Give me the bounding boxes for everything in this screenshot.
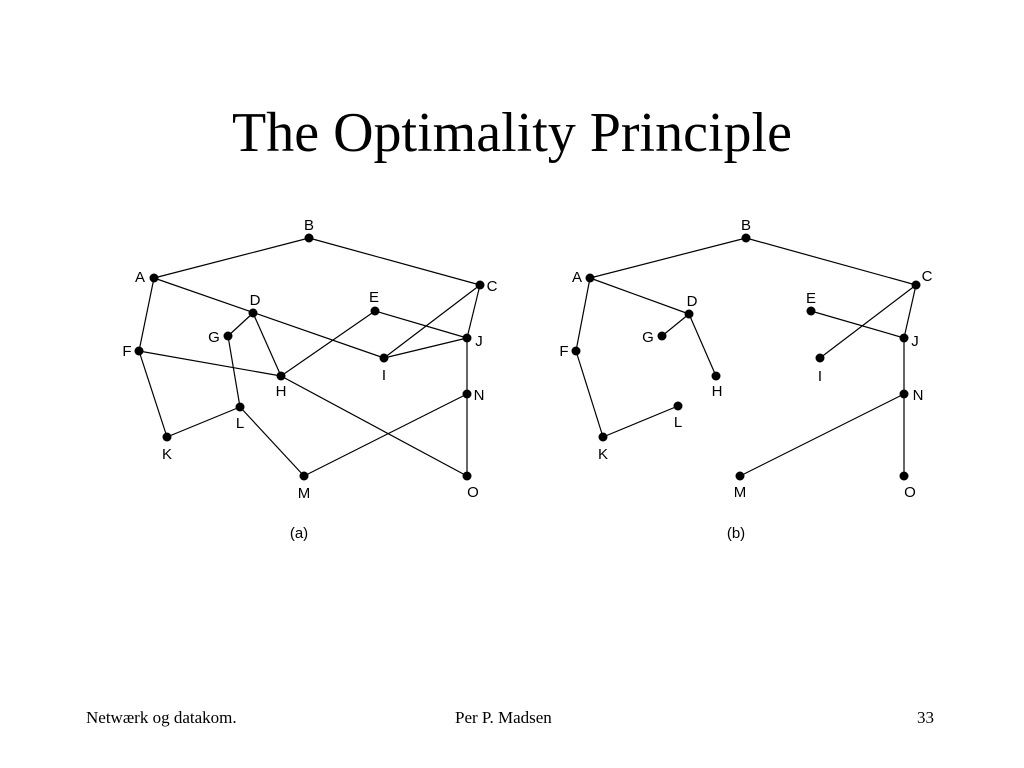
edge-f-k [138, 350, 168, 438]
edge-h-e [280, 310, 376, 377]
node-h [276, 371, 286, 381]
node-label-a: A [135, 269, 145, 286]
node-label-d: D [250, 292, 261, 309]
node-label-n: N [913, 387, 924, 404]
node-label-f: F [122, 343, 131, 360]
edge-d-h [252, 312, 282, 377]
edge-n-m [739, 393, 905, 477]
node-c [911, 280, 921, 290]
node-h [711, 371, 721, 381]
node-label-a: A [572, 269, 582, 286]
footer-course: Netwærk og datakom. [86, 708, 237, 727]
node-label-m: M [298, 485, 311, 502]
edge-d-h [688, 313, 717, 377]
edge-a-f [138, 277, 155, 352]
node-label-l: L [674, 414, 682, 431]
edge-e-j [810, 310, 905, 339]
node-g [657, 331, 667, 341]
node-label-d: D [687, 293, 698, 310]
figure-a: A B C D E F G H I J K L M N O (a) [122, 217, 497, 542]
node-m [299, 471, 309, 481]
node-g [223, 331, 233, 341]
figure-b: A B C D E F G H I J K L M N O (b) [559, 217, 932, 542]
node-label-e: E [806, 290, 816, 307]
node-label-i: I [818, 368, 822, 385]
edge-d-g [227, 312, 254, 337]
node-label-f: F [559, 343, 568, 360]
edge-a-f [575, 277, 591, 352]
node-a [585, 273, 595, 283]
node-e [806, 306, 816, 316]
footer-page-number: 33 [917, 708, 934, 727]
node-o [899, 471, 909, 481]
node-label-o: O [467, 484, 479, 501]
node-k [598, 432, 608, 442]
edge-h-o [280, 375, 468, 477]
node-label-j: J [475, 333, 483, 350]
edge-a-i [153, 277, 385, 359]
node-a [149, 273, 159, 283]
node-f [134, 346, 144, 356]
edge-b-c [745, 237, 917, 286]
node-label-h: H [712, 383, 723, 400]
node-label-n: N [474, 387, 485, 404]
node-c [475, 280, 485, 290]
edge-d-g [661, 313, 690, 337]
node-label-g: G [642, 329, 654, 346]
node-j [462, 333, 472, 343]
edge-g-l [227, 335, 241, 408]
edge-a-b [153, 237, 310, 279]
node-label-l: L [236, 415, 244, 432]
edge-m-n [303, 393, 468, 477]
slide-title: The Optimality Principle [232, 102, 792, 164]
node-l [235, 402, 245, 412]
node-label-c: C [487, 278, 498, 295]
node-label-b: B [741, 217, 751, 234]
node-label-i: I [382, 367, 386, 384]
node-l [673, 401, 683, 411]
node-label-c: C [922, 268, 933, 285]
edge-a-d [589, 277, 690, 315]
node-n [462, 389, 472, 399]
edge-c-i [819, 284, 917, 359]
node-i [379, 353, 389, 363]
node-m [735, 471, 745, 481]
node-f [571, 346, 581, 356]
node-e [370, 306, 380, 316]
node-label-j: J [911, 333, 919, 350]
node-label-k: K [162, 446, 172, 463]
figure-caption-a: (a) [290, 525, 308, 542]
edge-c-i [383, 284, 481, 359]
node-n [899, 389, 909, 399]
node-label-b: B [304, 217, 314, 234]
edge-k-l [602, 405, 679, 438]
figure-caption-b: (b) [727, 525, 745, 542]
edge-l-m [239, 406, 305, 477]
node-label-o: O [904, 484, 916, 501]
edge-b-c [308, 237, 481, 286]
node-b [304, 233, 314, 243]
node-o [462, 471, 472, 481]
node-label-m: M [734, 484, 747, 501]
node-label-h: H [276, 383, 287, 400]
node-label-e: E [369, 289, 379, 306]
node-label-g: G [208, 329, 220, 346]
edge-k-l [166, 406, 241, 438]
node-i [815, 353, 825, 363]
edge-c-j [903, 284, 917, 339]
node-label-k: K [598, 446, 608, 463]
node-d [684, 309, 694, 319]
footer-author: Per P. Madsen [455, 708, 552, 727]
edge-c-j [466, 284, 481, 339]
edge-i-j [383, 337, 468, 359]
edge-e-j [374, 310, 468, 339]
node-d [248, 308, 258, 318]
edge-f-h [138, 350, 282, 377]
node-k [162, 432, 172, 442]
node-j [899, 333, 909, 343]
node-b [741, 233, 751, 243]
edge-f-k [575, 350, 604, 438]
edge-a-b [589, 237, 747, 279]
